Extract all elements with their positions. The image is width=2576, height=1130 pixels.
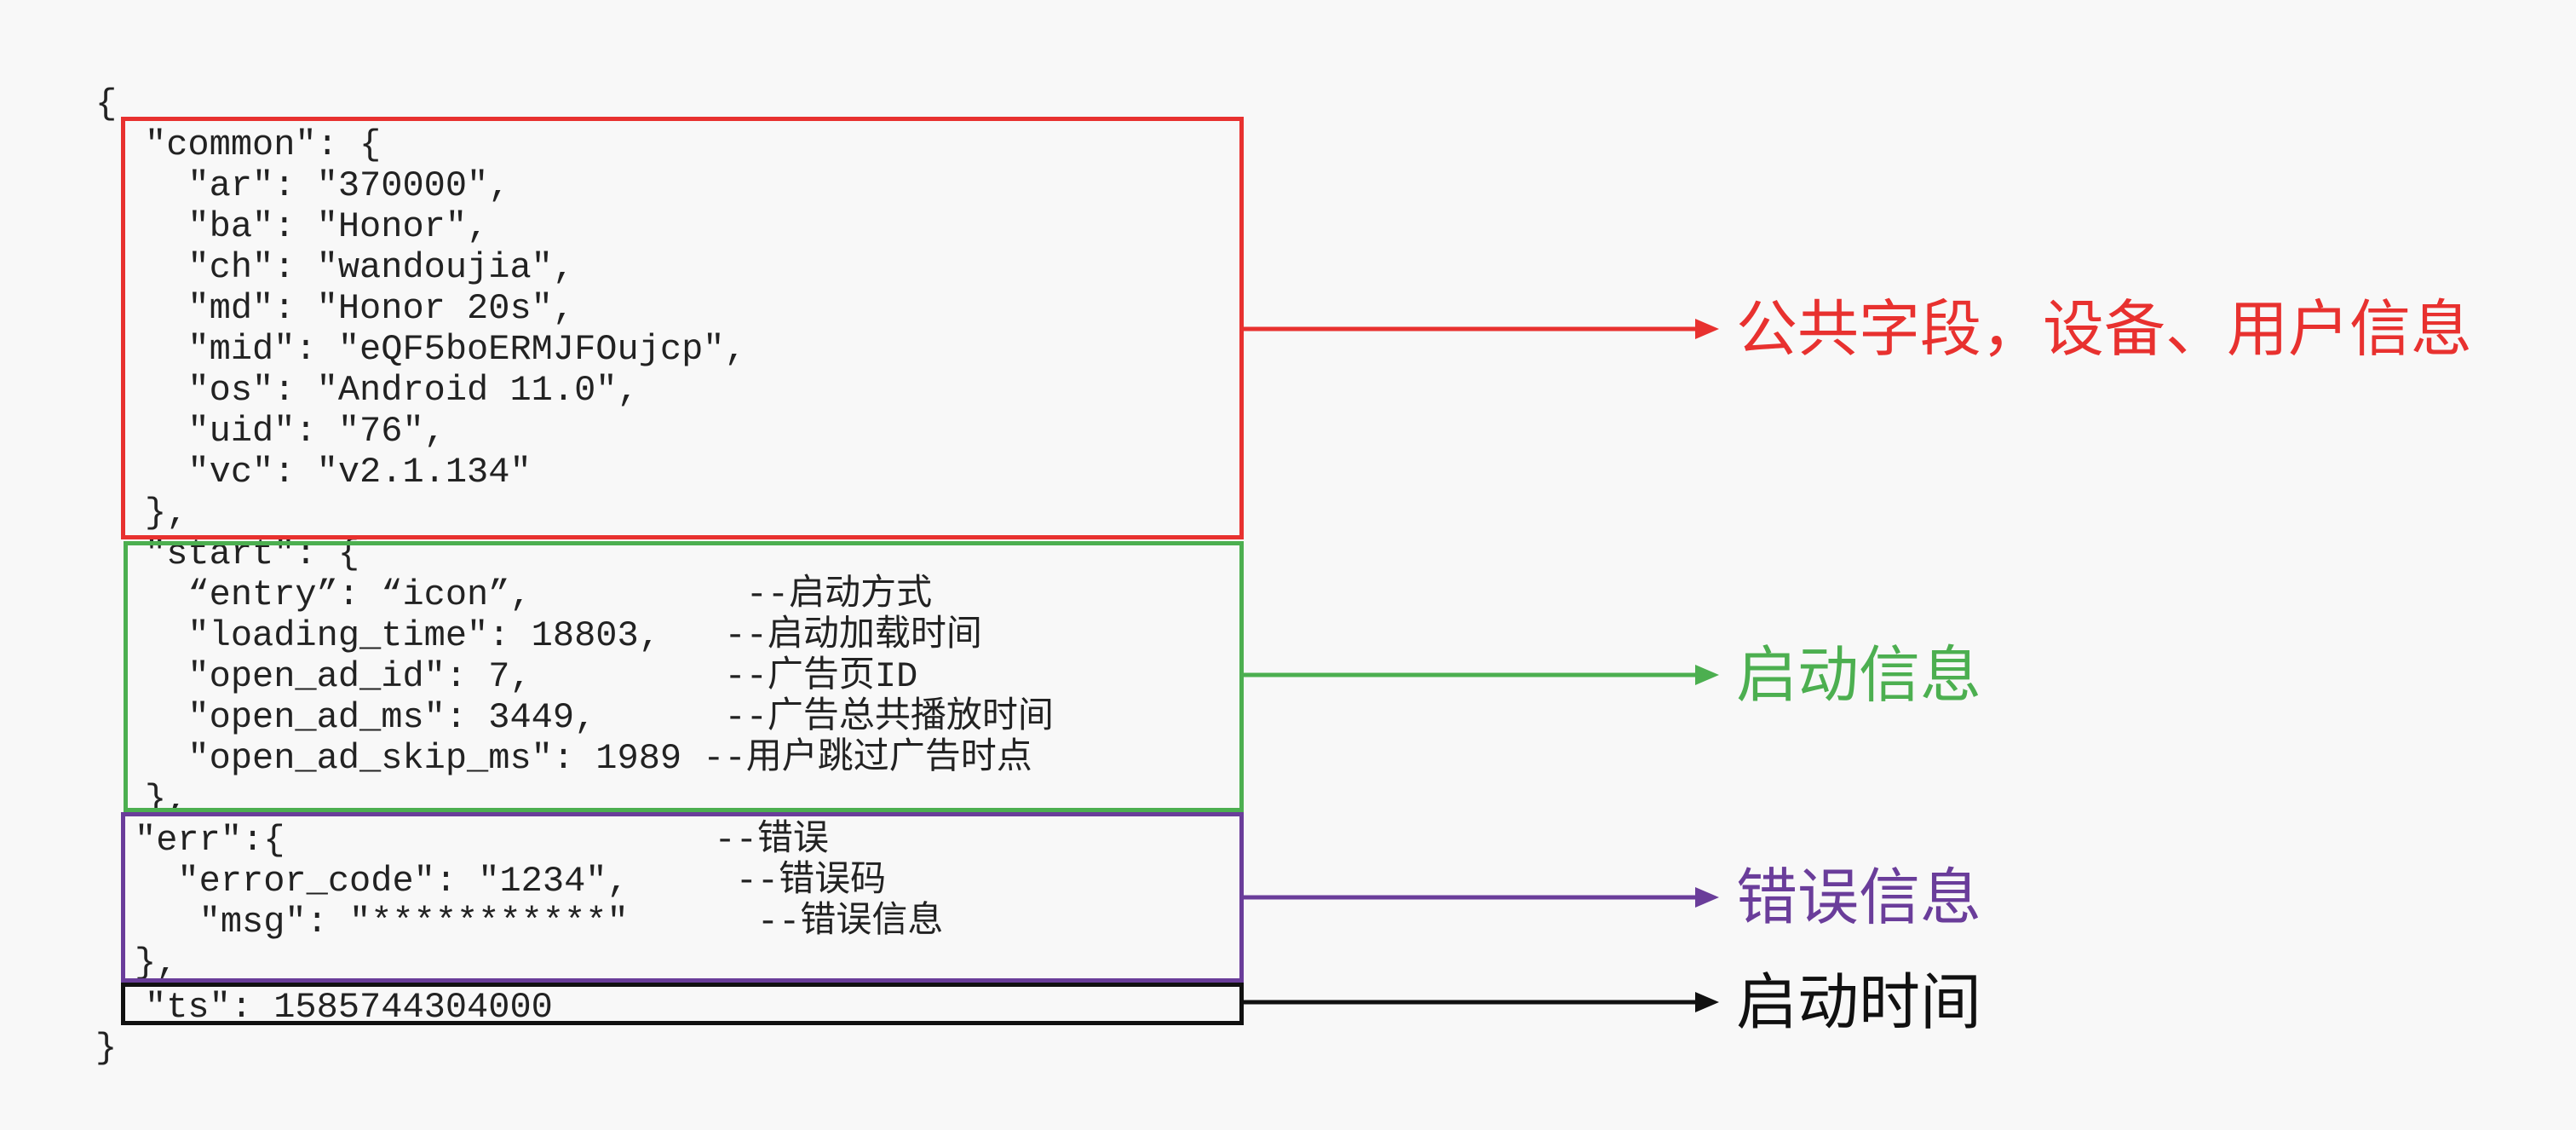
code-line: }, — [135, 943, 178, 983]
start-section-box — [124, 541, 1244, 812]
code-line: "open_ad_skip_ms": 1989 --用户跳过广告时点 — [145, 738, 1032, 779]
code-line: "start": { — [145, 533, 360, 574]
brace-close: } — [95, 1028, 118, 1069]
code-line: "ba": "Honor", — [145, 206, 489, 247]
common-arrow — [1244, 319, 1719, 339]
common-caption: 公共字段，设备、用户信息 — [1736, 293, 2473, 365]
code-line: "open_ad_ms": 3449, --广告总共播放时间 — [145, 697, 1054, 738]
start-caption: 启动信息 — [1736, 639, 1982, 711]
code-line: "uid": "76", — [145, 411, 446, 452]
code-line: "mid": "eQF5boERMJFOujcp", — [145, 329, 746, 370]
code-line: “entry”: “icon”, --启动方式 — [145, 574, 933, 615]
common-section-box — [121, 117, 1244, 539]
code-line: "os": "Android 11.0", — [145, 370, 639, 411]
err-section-box — [121, 812, 1244, 983]
err-code-block: "err":{ --错误 "error_code": "1234", --错误码… — [135, 820, 943, 983]
common-code-block: "common": { "ar": "370000", "ba": "Honor… — [145, 124, 746, 533]
err-arrow — [1244, 887, 1719, 908]
brace-open: { — [95, 84, 118, 124]
ts-section-box — [121, 983, 1244, 1025]
code-line: "md": "Honor 20s", — [145, 288, 575, 329]
start-code-block: "start": { “entry”: “icon”, --启动方式 "load… — [145, 533, 1054, 820]
code-line: "error_code": "1234", --错误码 — [135, 861, 887, 902]
code-line: "loading_time": 18803, --启动加载时间 — [145, 615, 982, 656]
code-line: "common": { — [145, 124, 382, 165]
code-line: "ar": "370000", — [145, 165, 510, 206]
code-line: "open_ad_id": 7, --广告页ID — [145, 656, 918, 697]
ts-caption: 启动时间 — [1736, 966, 1982, 1038]
code-line: }, — [145, 493, 188, 533]
code-line: "ch": "wandoujia", — [145, 247, 575, 288]
code-line: "msg": "***********" --错误信息 — [135, 902, 944, 943]
ts-arrow — [1244, 992, 1719, 1012]
start-arrow — [1244, 665, 1719, 685]
err-caption: 错误信息 — [1736, 862, 1982, 933]
code-line: "err":{ --错误 — [135, 820, 829, 861]
code-line: "vc": "v2.1.134" — [145, 452, 532, 493]
